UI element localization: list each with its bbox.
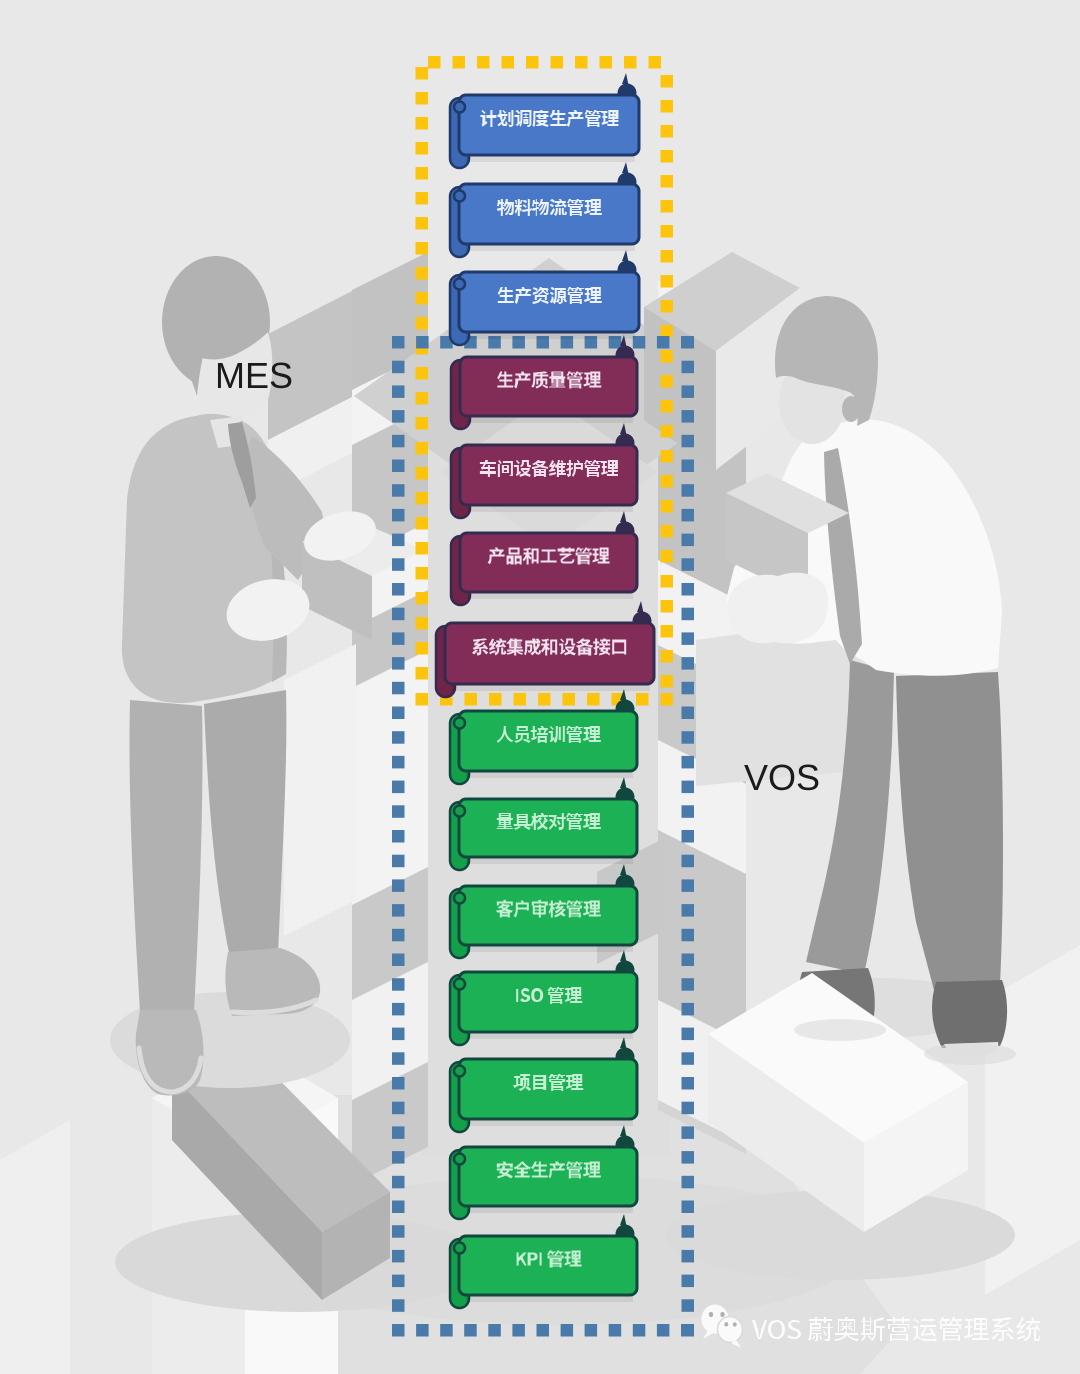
svg-text:VOS: VOS [744,757,820,798]
svg-text:MES: MES [215,355,293,396]
